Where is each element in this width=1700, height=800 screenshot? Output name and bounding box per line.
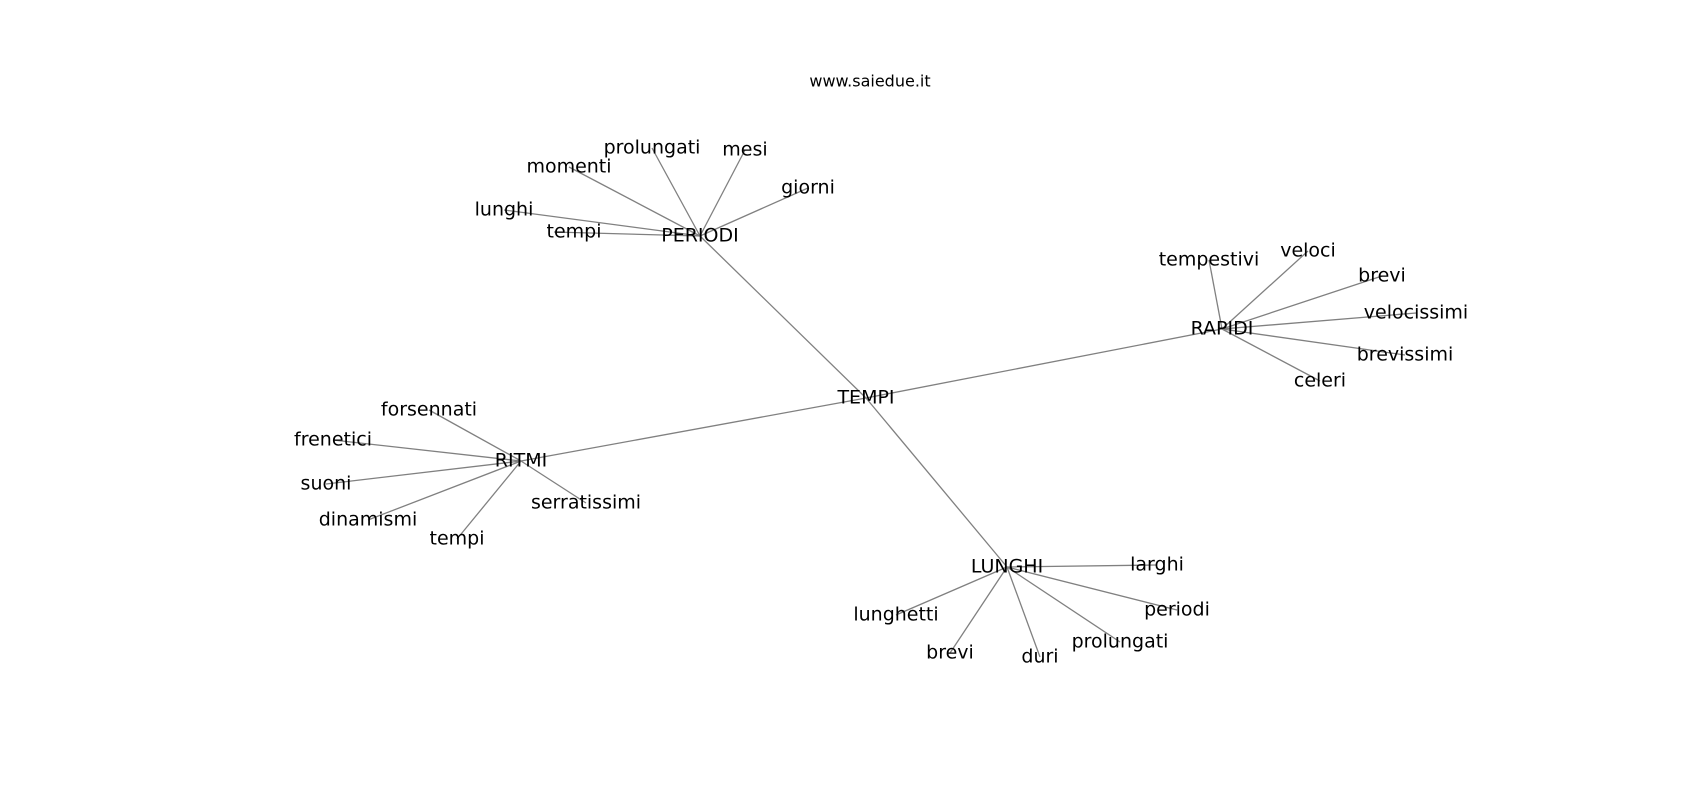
- edge-lunghi_hub-l_duri: [1006, 566, 1041, 658]
- node-label-r_veloci: veloci: [1280, 240, 1336, 262]
- edge-rapidi-r_brevi: [1221, 275, 1383, 330]
- edge-ritmi-t_frenetici: [332, 439, 522, 462]
- node-label-l_larghi: larghi: [1130, 554, 1184, 576]
- edge-lunghi_hub-l_lunghetti: [895, 566, 1008, 616]
- edge-ritmi-t_serratissimi: [520, 460, 587, 504]
- node-label-ritmi: RITMI: [495, 450, 547, 472]
- edge-periodi-p_mesi: [699, 149, 746, 237]
- edge-tempi_root-lunghi_hub: [865, 397, 1008, 568]
- edge-tempi_root-ritmi: [520, 397, 867, 462]
- edge-ritmi-t_dinamismi: [367, 460, 522, 521]
- node-label-p_mesi: mesi: [722, 139, 767, 161]
- node-label-tempi_root: TEMPI: [836, 387, 894, 409]
- site-url: www.saiedue.it: [809, 72, 930, 91]
- edge-periodi-p_giorni: [699, 187, 809, 237]
- edge-ritmi-t_forsennati: [428, 409, 522, 462]
- node-label-t_forsennati: forsennati: [381, 399, 477, 421]
- node-label-l_duri: duri: [1021, 646, 1058, 668]
- edge-periodi-p_lunghi: [503, 209, 701, 237]
- node-label-rapidi: RAPIDI: [1191, 318, 1254, 340]
- node-label-l_lunghetti: lunghetti: [853, 604, 938, 626]
- edge-rapidi-r_celeri: [1221, 328, 1321, 382]
- edge-ritmi-t_suoni: [325, 460, 522, 485]
- node-label-p_giorni: giorni: [781, 177, 835, 199]
- node-label-l_periodi: periodi: [1144, 599, 1210, 621]
- edge-layer: [325, 147, 1417, 658]
- edge-rapidi-r_velocissimi: [1221, 312, 1417, 330]
- edge-lunghi_hub-l_periodi: [1006, 566, 1178, 611]
- node-label-r_brevissimi: brevissimi: [1357, 344, 1454, 366]
- edge-ritmi-t_tempi: [456, 460, 522, 540]
- edge-periodi-p_momenti: [568, 166, 701, 237]
- edge-tempi_root-rapidi: [865, 328, 1223, 399]
- node-label-t_tempi: tempi: [430, 528, 485, 550]
- node-label-lunghi_hub: LUNGHI: [971, 556, 1043, 578]
- node-label-p_lunghi: lunghi: [475, 199, 534, 221]
- edge-lunghi_hub-l_brevi: [949, 566, 1008, 654]
- node-label-t_dinamismi: dinamismi: [319, 509, 418, 531]
- edge-tempi_root-periodi: [699, 235, 867, 399]
- edge-periodi-p_tempi: [553, 231, 701, 237]
- edge-rapidi-r_tempestivi: [1208, 259, 1223, 330]
- edge-periodi-p_prolungati: [651, 147, 701, 237]
- node-label-t_serratissimi: serratissimi: [531, 492, 641, 514]
- node-label-r_tempestivi: tempestivi: [1159, 249, 1260, 271]
- node-label-periodi: PERIODI: [661, 225, 738, 247]
- edge-lunghi_hub-l_larghi: [1006, 564, 1158, 568]
- node-label-r_celeri: celeri: [1294, 370, 1346, 392]
- node-label-t_suoni: suoni: [301, 473, 352, 495]
- node-label-l_brevi: brevi: [926, 642, 974, 664]
- node-label-t_frenetici: frenetici: [294, 429, 372, 451]
- node-label-r_brevi: brevi: [1358, 265, 1406, 287]
- edge-rapidi-r_veloci: [1221, 250, 1309, 330]
- edge-rapidi-r_brevissimi: [1221, 328, 1406, 356]
- node-label-l_prolungati: prolungati: [1072, 631, 1169, 653]
- node-label-p_prolungati: prolungati: [604, 137, 701, 159]
- edge-lunghi_hub-l_prolungati: [1006, 566, 1121, 643]
- node-label-p_momenti: momenti: [526, 156, 611, 178]
- node-label-p_tempi: tempi: [547, 221, 602, 243]
- node-label-r_velocissimi: velocissimi: [1364, 302, 1468, 324]
